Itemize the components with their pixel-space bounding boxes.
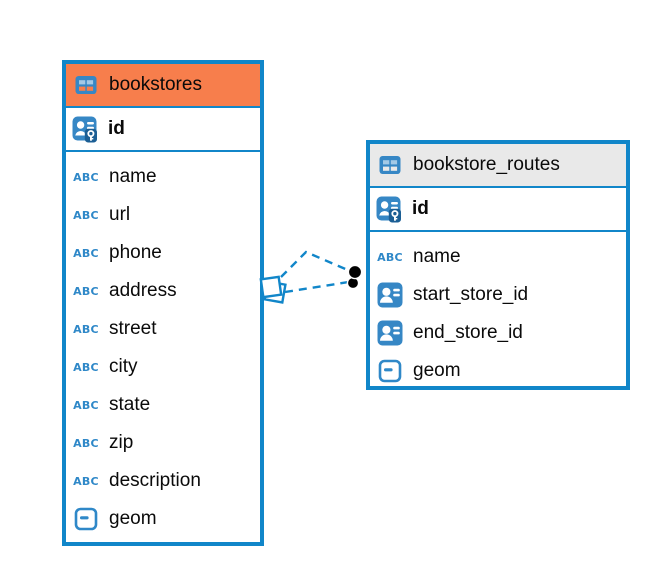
column-row-geom[interactable]: geom [370,352,626,390]
geometry-type-icon [376,359,404,383]
table-bookstores[interactable]: bookstores id ABC na [62,60,264,546]
text-type-icon: ABC [73,246,99,260]
column-name: phone [109,242,162,263]
table-icon [72,73,100,97]
column-name: description [109,470,201,491]
column-name: url [109,204,131,225]
column-row-name[interactable]: ABC name [370,238,626,276]
column-name: geom [413,360,461,381]
column-row-geom[interactable]: geom [66,500,260,538]
pk-column-name: id [412,198,429,219]
column-row-phone[interactable]: ABC phone [66,234,260,272]
column-name: city [109,356,138,377]
column-row-start-store-id[interactable]: start_store_id [370,276,626,314]
column-row-address[interactable]: ABC address [66,272,260,310]
pk-row-id[interactable]: id [370,188,626,232]
primary-key-icon [71,116,99,143]
primary-key-icon [375,196,403,223]
table-name: bookstore_routes [413,154,560,175]
table-bookstore-routes[interactable]: bookstore_routes id ABC [366,140,630,390]
relationship-line-end-store [284,280,350,294]
table-bookstore-routes-header[interactable]: bookstore_routes [370,144,626,188]
reference-type-icon [376,320,404,346]
pk-column-name: id [108,118,125,139]
text-type-icon: ABC [73,208,99,222]
column-name: zip [109,432,134,453]
column-row-street[interactable]: ABC street [66,310,260,348]
text-type-icon: ABC [73,284,99,298]
column-name: state [109,394,151,415]
column-name: name [109,166,157,187]
column-list: ABC name start_store_id [370,232,626,392]
text-type-icon: ABC [73,398,99,412]
column-row-url[interactable]: ABC url [66,196,260,234]
relationship-dot-end [346,264,363,290]
column-row-description[interactable]: ABC description [66,462,260,500]
column-name: geom [109,508,157,529]
column-row-city[interactable]: ABC city [66,348,260,386]
table-icon [376,153,404,177]
column-row-name[interactable]: ABC name [66,158,260,196]
text-type-icon: ABC [377,250,403,264]
column-name: start_store_id [413,284,529,305]
text-type-icon: ABC [73,474,99,488]
table-bookstores-header[interactable]: bookstores [66,64,260,108]
reference-type-icon [376,282,404,308]
column-row-zip[interactable]: ABC zip [66,424,260,462]
column-row-state[interactable]: ABC state [66,386,260,424]
text-type-icon: ABC [73,322,99,336]
column-name: end_store_id [413,322,523,343]
pk-row-id[interactable]: id [66,108,260,152]
text-type-icon: ABC [73,170,99,184]
column-name: name [413,246,461,267]
column-row-end-store-id[interactable]: end_store_id [370,314,626,352]
text-type-icon: ABC [73,360,99,374]
column-name: address [109,280,177,301]
table-name: bookstores [109,74,202,95]
column-name: street [109,318,157,339]
geometry-type-icon [72,507,100,531]
text-type-icon: ABC [73,436,99,450]
column-list: ABC name ABC url ABC phone ABC address A… [66,152,260,540]
relationship-line-start-store [280,250,351,278]
relationship-diamond-end [259,275,287,304]
